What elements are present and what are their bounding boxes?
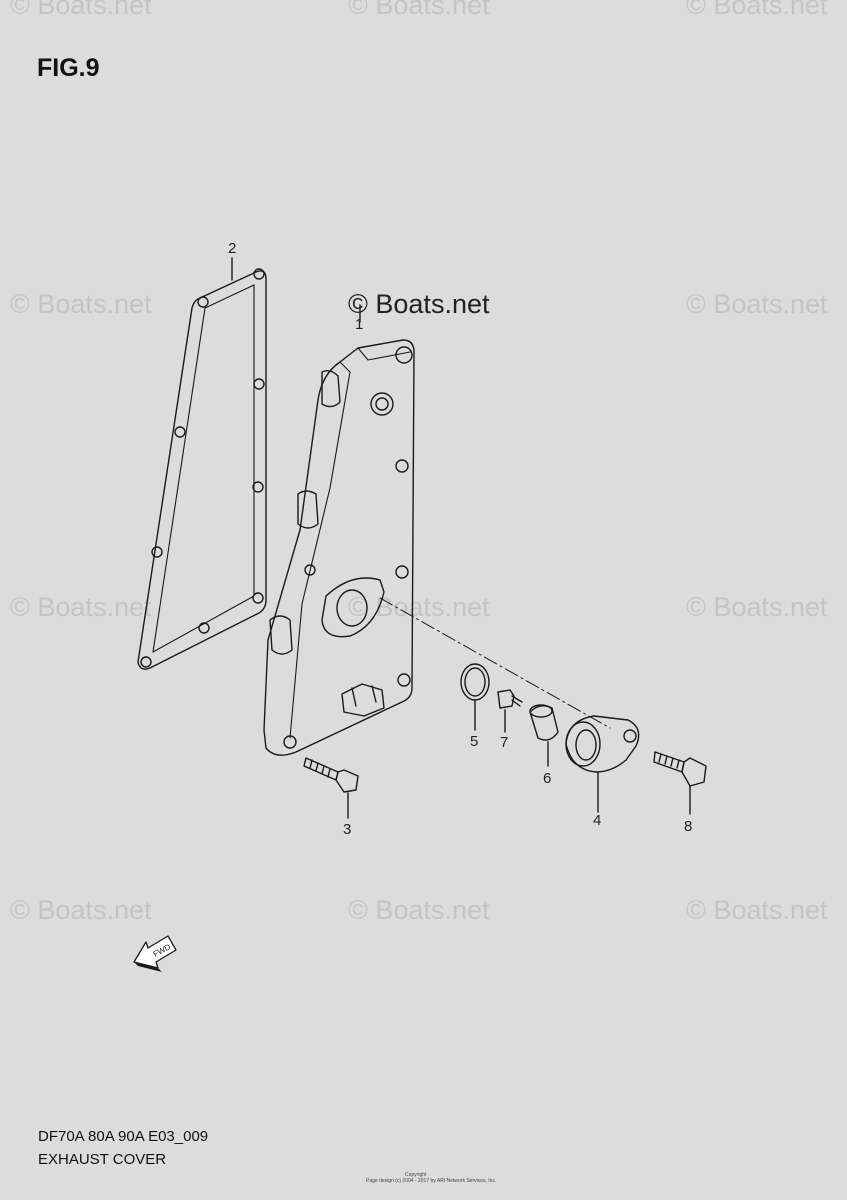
cap-part — [565, 715, 640, 773]
section-title: EXHAUST COVER — [38, 1151, 167, 1168]
callout-bolt-short: 8 — [684, 818, 693, 835]
grommet-part — [529, 704, 559, 741]
watermark: © Boats.net — [10, 289, 152, 319]
center-line — [379, 597, 611, 729]
watermark: © Boats.net — [686, 895, 828, 925]
watermark: © Boats.net — [10, 895, 152, 925]
callout-screw: 7 — [500, 734, 509, 751]
copyright-line: Page design (c) 2004 - 2017 by ARI Netwo… — [366, 1178, 497, 1184]
short-bolt-part — [653, 751, 707, 787]
watermark: © Boats.net — [348, 0, 490, 20]
watermark-main: © Boats.net — [348, 289, 490, 319]
watermark: © Boats.net — [10, 0, 152, 20]
model-code: DF70A 80A 90A E03_009 — [38, 1128, 209, 1145]
watermark: © Boats.net — [348, 592, 490, 622]
watermark: © Boats.net — [10, 592, 152, 622]
callout-o-ring: 5 — [470, 733, 479, 750]
callout-cap: 4 — [593, 812, 602, 829]
gasket-part — [137, 268, 267, 670]
callout-gasket: 2 — [228, 240, 237, 257]
o-ring-part — [460, 663, 490, 701]
watermark: © Boats.net — [686, 289, 828, 319]
copyright-line: Copyright — [405, 1172, 427, 1178]
exhaust-cover-part — [263, 339, 415, 756]
callout-cover: 1 — [355, 316, 364, 333]
screw-part — [497, 689, 523, 709]
watermark: © Boats.net — [686, 592, 828, 622]
long-bolt-part — [303, 757, 359, 793]
watermark: © Boats.net — [348, 895, 490, 925]
watermark: © Boats.net — [686, 0, 828, 20]
figure-label: FIG.9 — [37, 54, 100, 82]
fwd-arrow-icon: FWD — [133, 935, 177, 972]
callout-grommet: 6 — [543, 770, 552, 787]
callout-bolt-long: 3 — [343, 821, 352, 838]
